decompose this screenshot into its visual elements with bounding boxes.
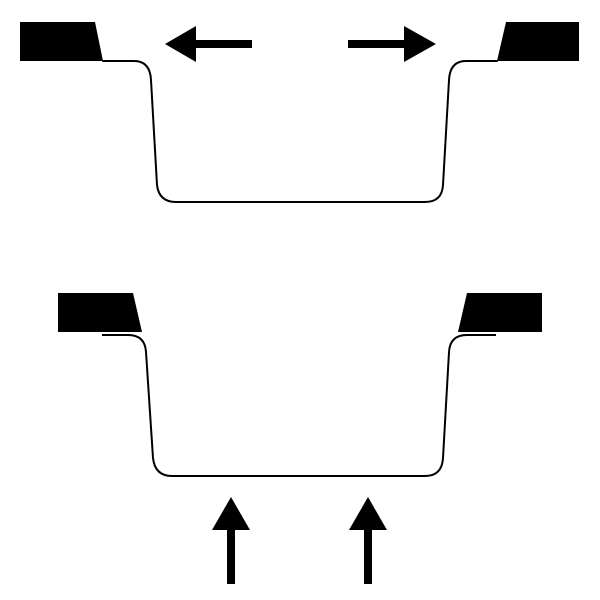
arrow-left-icon xyxy=(165,26,252,62)
top-stage xyxy=(20,22,579,203)
bottom-left-clamp-block xyxy=(58,293,142,332)
bottom-right-clamp-block xyxy=(458,293,542,332)
arrow-up-icon-left xyxy=(212,497,250,584)
top-right-clamp-block xyxy=(497,22,579,61)
bottom-stage xyxy=(58,293,542,584)
top-cavity-profile xyxy=(102,60,498,203)
arrow-up-icon-right xyxy=(349,497,387,584)
bottom-cavity-profile xyxy=(127,334,473,477)
top-left-clamp-block xyxy=(20,22,103,61)
arrow-right-icon xyxy=(348,26,436,62)
